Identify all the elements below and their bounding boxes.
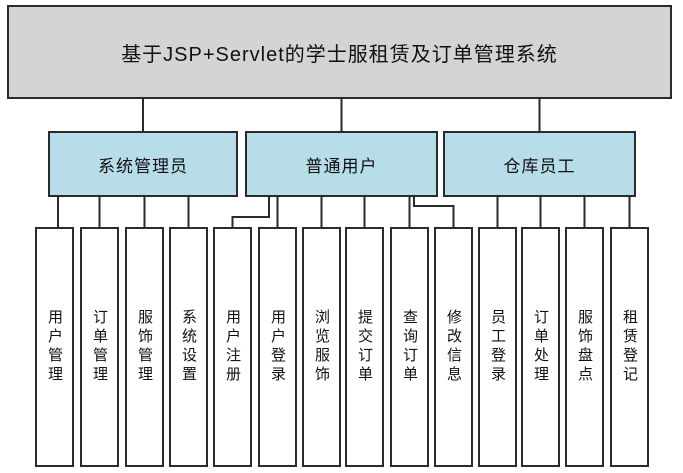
leaf-node-label: 服饰盘点 bbox=[576, 309, 593, 385]
leaf-node-label: 订单管理 bbox=[91, 309, 108, 385]
branch-node-system-admin: 系统管理员 bbox=[48, 131, 238, 197]
leaf-node-label: 员工登录 bbox=[489, 309, 506, 385]
leaf-node-label: 系统设置 bbox=[180, 309, 197, 385]
leaf-node-submit-order: 提交订单 bbox=[345, 227, 384, 467]
branch-node-label: 普通用户 bbox=[305, 156, 378, 176]
leaf-node-staff-login: 员工登录 bbox=[478, 227, 517, 467]
leaf-node-query-order: 查询订单 bbox=[390, 227, 429, 467]
leaf-node-browse-apparel: 浏览服饰 bbox=[302, 227, 341, 467]
root-node-system-title: 基于JSP+Servlet的学士服租赁及订单管理系统 bbox=[7, 5, 672, 99]
leaf-node-label: 提交订单 bbox=[356, 309, 373, 385]
leaf-node-apparel-inventory: 服饰盘点 bbox=[565, 227, 604, 467]
leaf-node-order-processing: 订单处理 bbox=[521, 227, 560, 467]
leaf-node-label: 用户管理 bbox=[46, 309, 63, 385]
leaf-node-system-settings: 系统设置 bbox=[169, 227, 208, 467]
leaf-node-label: 查询订单 bbox=[401, 309, 418, 385]
leaf-node-user-login: 用户登录 bbox=[258, 227, 297, 467]
leaf-node-label: 用户注册 bbox=[224, 309, 241, 385]
leaf-node-label: 租赁登记 bbox=[621, 309, 638, 385]
leaf-node-label: 订单处理 bbox=[532, 309, 549, 385]
leaf-node-label: 浏览服饰 bbox=[313, 309, 330, 385]
branch-node-normal-user: 普通用户 bbox=[245, 131, 438, 197]
leaf-node-user-register: 用户注册 bbox=[213, 227, 252, 467]
leaf-node-modify-info: 修改信息 bbox=[434, 227, 473, 467]
leaf-node-order-management: 订单管理 bbox=[80, 227, 119, 467]
branch-node-label: 系统管理员 bbox=[98, 156, 188, 176]
branch-node-label: 仓库员工 bbox=[503, 156, 576, 176]
leaf-node-label: 用户登录 bbox=[269, 309, 286, 385]
leaf-node-user-management: 用户管理 bbox=[35, 227, 74, 467]
root-node-label: 基于JSP+Servlet的学士服租赁及订单管理系统 bbox=[121, 43, 558, 66]
leaf-node-apparel-management: 服饰管理 bbox=[125, 227, 164, 467]
leaf-node-rental-registration: 租赁登记 bbox=[610, 227, 649, 467]
branch-node-warehouse-staff: 仓库员工 bbox=[443, 131, 636, 197]
leaf-node-label: 修改信息 bbox=[445, 309, 462, 385]
leaf-node-label: 服饰管理 bbox=[136, 309, 153, 385]
